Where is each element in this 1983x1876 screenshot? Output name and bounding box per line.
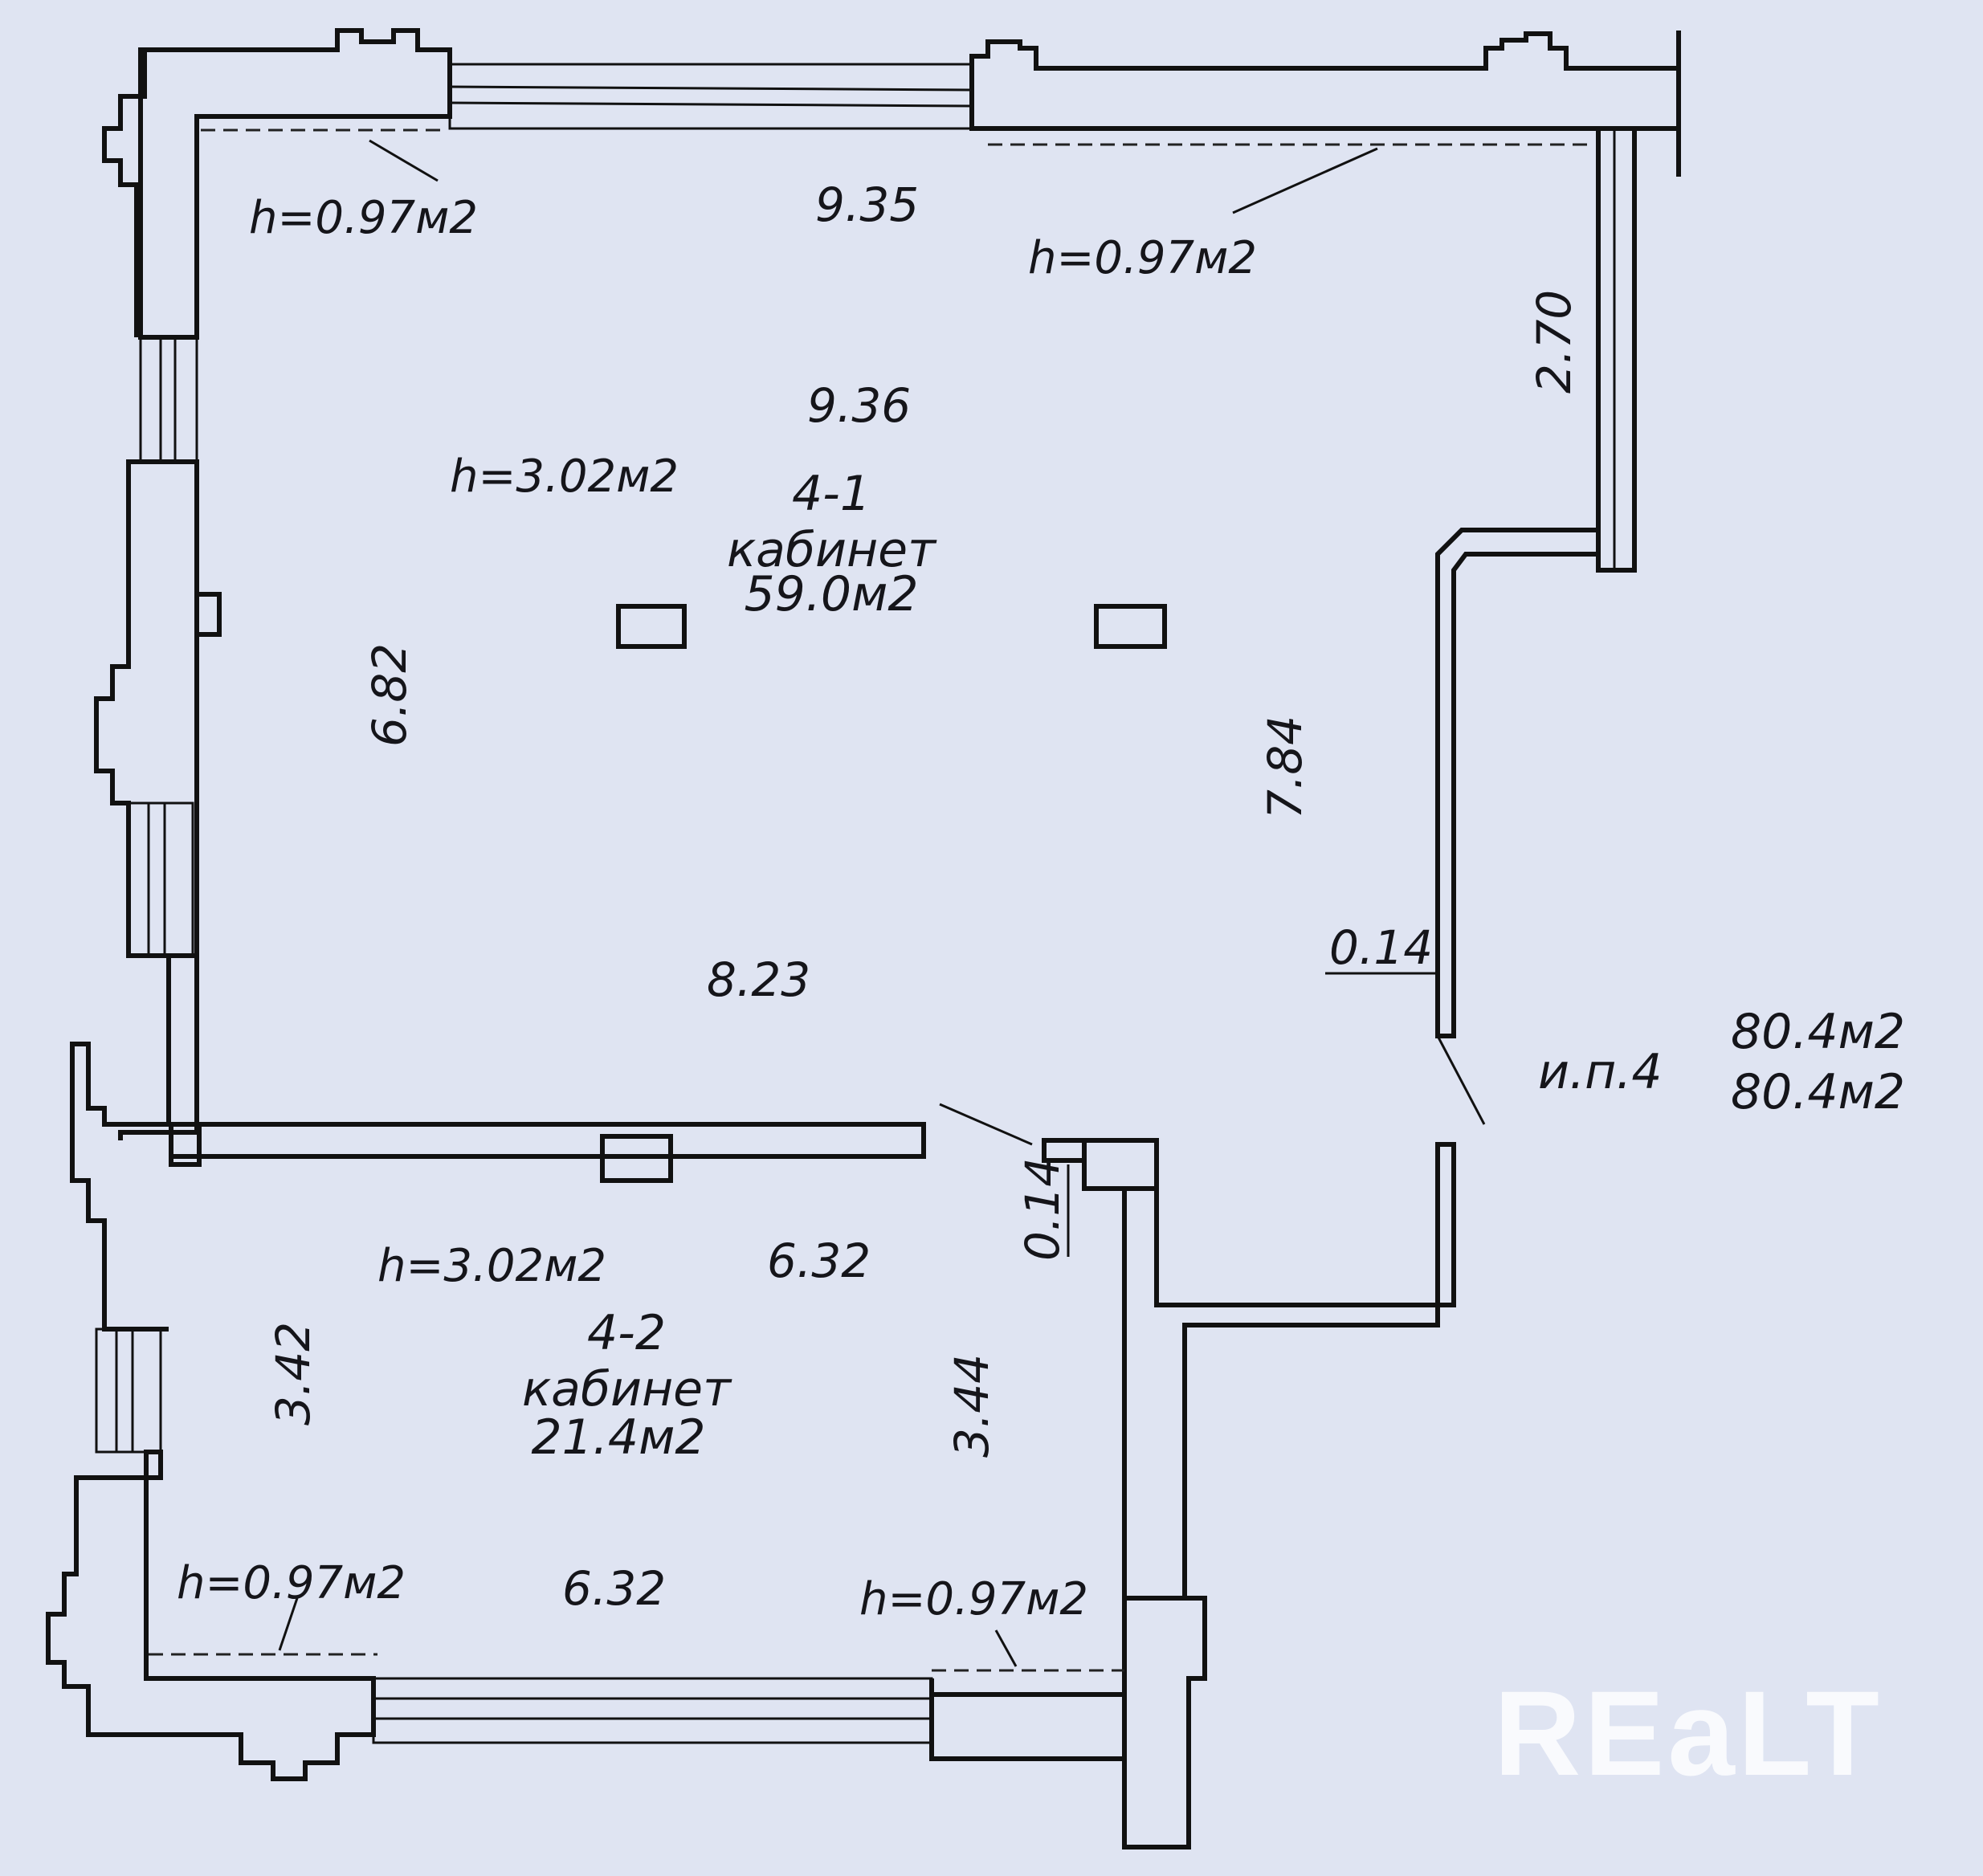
room-4-2-name: кабинет bbox=[522, 1361, 732, 1417]
ceiling-r2-label: h=3.02м2 bbox=[377, 1240, 606, 1292]
room-4-1-name: кабинет bbox=[727, 522, 937, 578]
watermark-logo: REaLT bbox=[1494, 1666, 1883, 1801]
column-right bbox=[1082, 1138, 1159, 1191]
left-outer-wall bbox=[102, 50, 147, 337]
partition-column bbox=[600, 1134, 673, 1183]
left-wall-segment-3 bbox=[118, 956, 199, 1140]
column-2 bbox=[1094, 604, 1167, 649]
dim-bottom-r2: 6.32 bbox=[562, 1561, 666, 1616]
dim-left-r1: 6.82 bbox=[362, 643, 417, 747]
left-wall-segment-5 bbox=[46, 1450, 376, 1781]
dim-top-r2: 6.32 bbox=[767, 1234, 871, 1288]
total-area-1: 80.4м2 bbox=[1731, 1004, 1905, 1060]
door-swing-2 bbox=[1436, 1035, 1486, 1125]
total-area-2: 80.4м2 bbox=[1731, 1064, 1905, 1120]
room-partition bbox=[169, 1122, 926, 1159]
room2-right-wall bbox=[1122, 1142, 1456, 1849]
dim-top-outer: 9.35 bbox=[815, 177, 919, 232]
dim-wall-thickness-2: 0.14 bbox=[1015, 1157, 1070, 1261]
column-1 bbox=[616, 604, 687, 649]
door-swing-1 bbox=[939, 1103, 1033, 1146]
bottom-right-wall bbox=[929, 1678, 1127, 1761]
sill-top-right-label: h=0.97м2 bbox=[1028, 232, 1257, 284]
room-4-2-number: 4-2 bbox=[587, 1305, 666, 1361]
dim-top-inner: 9.36 bbox=[807, 378, 911, 433]
height-labels: h=0.97м2 h=0.97м2 h=3.02м2 h=3.02м2 h=0.… bbox=[177, 192, 1257, 1625]
dimension-labels: 9.35 9.36 6.82 7.84 2.70 8.23 0.14 0.14 … bbox=[266, 177, 1581, 1616]
dim-bottom-r1: 8.23 bbox=[707, 952, 810, 1007]
room-4-1: 4-1 кабинет 59.0м2 bbox=[727, 466, 937, 622]
room-4-1-number: 4-1 bbox=[792, 466, 871, 522]
dim-right-top: 2.70 bbox=[1527, 290, 1581, 394]
left-pilaster bbox=[194, 592, 222, 637]
top-left-wall bbox=[138, 28, 452, 340]
right-window bbox=[1596, 126, 1637, 573]
left-window-1 bbox=[139, 336, 198, 463]
dim-right-r2: 3.44 bbox=[945, 1354, 999, 1458]
top-window-left bbox=[448, 63, 973, 130]
ceiling-r1-label: h=3.02м2 bbox=[450, 451, 679, 503]
room-4-2-area: 21.4м2 bbox=[531, 1409, 705, 1466]
partition-end bbox=[169, 1122, 202, 1167]
dim-left-r2: 3.42 bbox=[266, 1322, 320, 1425]
dim-right-r1: 7.84 bbox=[1258, 716, 1312, 819]
left-wall-segment-2 bbox=[94, 459, 199, 958]
sill-bottom-left-label: h=0.97м2 bbox=[177, 1557, 406, 1609]
top-right-wall bbox=[969, 31, 1681, 131]
left-window-3 bbox=[95, 1327, 162, 1454]
right-interior-wall bbox=[1435, 528, 1598, 1038]
totals: и.п.4 80.4м2 80.4м2 bbox=[1538, 1004, 1905, 1120]
sill-bottom-right-label: h=0.97м2 bbox=[859, 1573, 1088, 1625]
room-4-2: 4-2 кабинет 21.4м2 bbox=[522, 1305, 732, 1466]
room-4-1-area: 59.0м2 bbox=[744, 566, 918, 622]
left-wall-segment-4 bbox=[70, 956, 171, 1332]
dim-wall-thickness-1: 0.14 bbox=[1329, 920, 1433, 975]
left-window-2 bbox=[127, 801, 194, 957]
bottom-window bbox=[372, 1677, 933, 1744]
sill-top-left-label: h=0.97м2 bbox=[249, 192, 478, 244]
premises-label: и.п.4 bbox=[1538, 1044, 1663, 1100]
walls bbox=[46, 28, 1681, 1849]
